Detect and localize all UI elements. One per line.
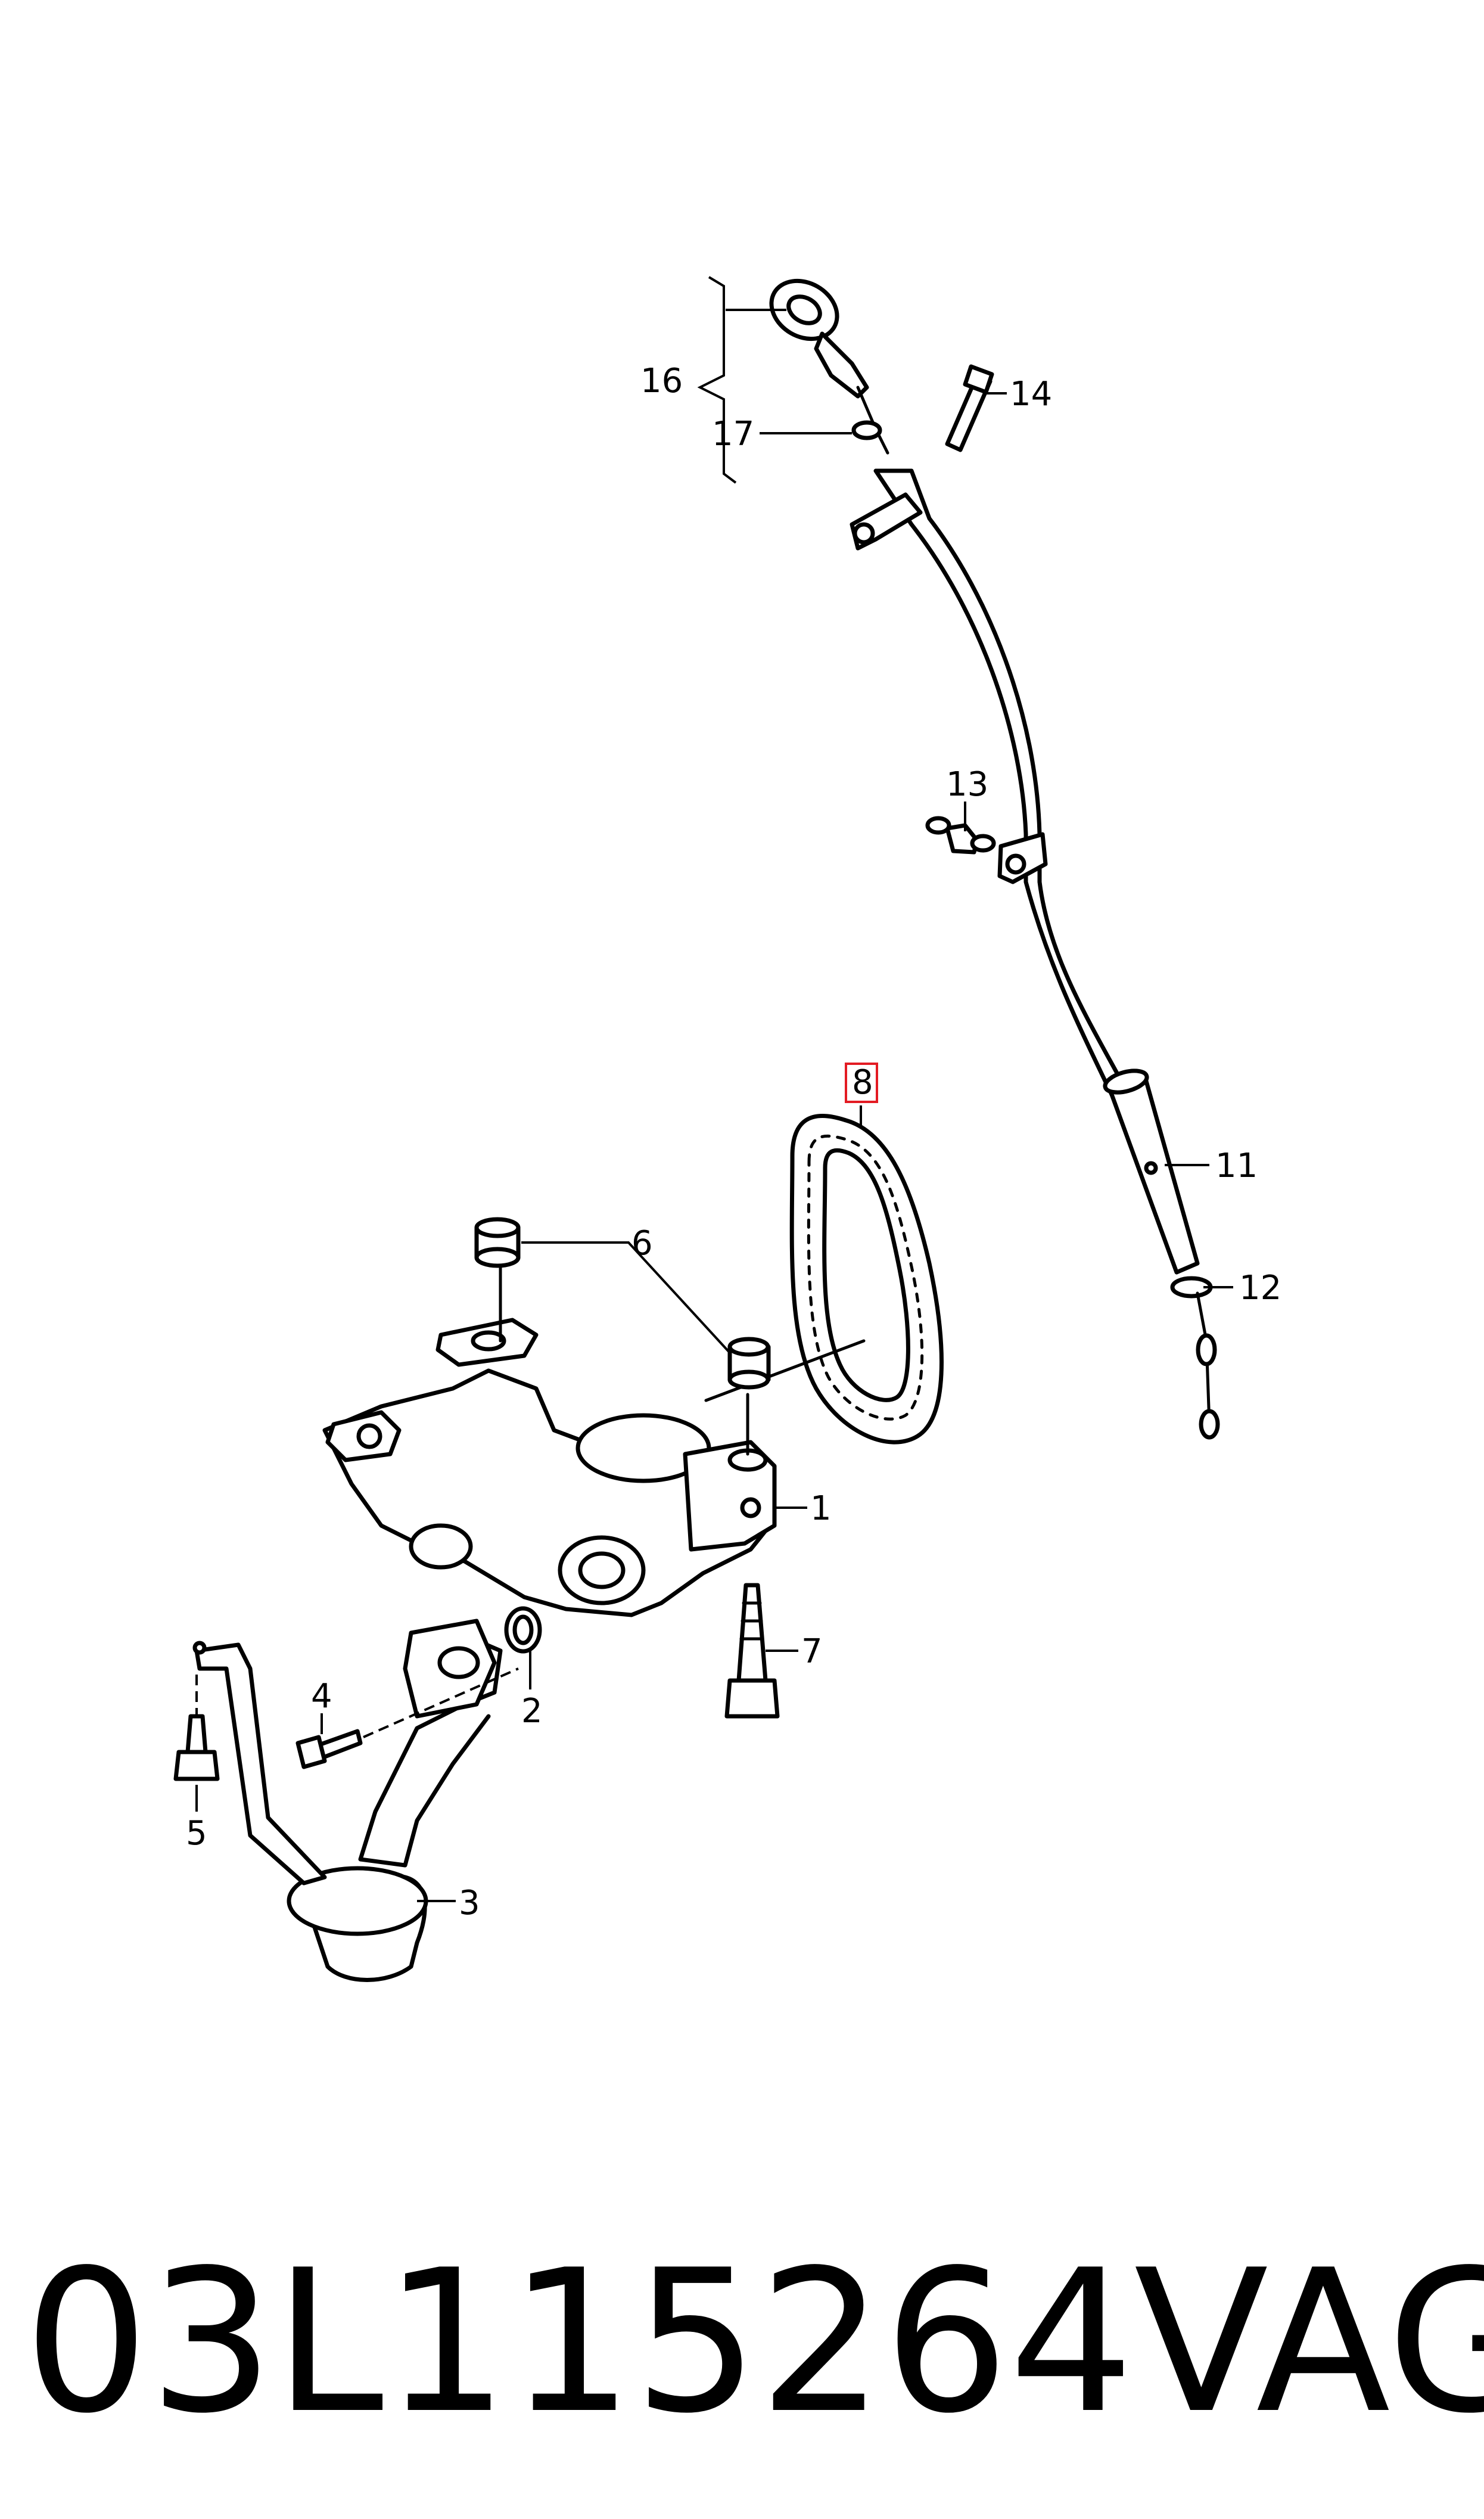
callout-8: 8 [852, 1063, 873, 1102]
bolt-7 [724, 1583, 780, 1719]
part-number-caption: 03L115264 VAG [24, 2217, 1484, 2467]
callout-2: 2 [521, 1692, 543, 1731]
bracket-16 [697, 276, 737, 484]
callout-7: 7 [801, 1632, 823, 1671]
dowel-sleeves [474, 1217, 771, 1390]
drive-belt [789, 1114, 944, 1445]
callout-17: 17 [712, 415, 754, 454]
bolt-5 [173, 1675, 220, 1781]
callout-6: 6 [631, 1224, 653, 1263]
guide-tube [873, 468, 1137, 1102]
callout-3: 3 [459, 1884, 480, 1922]
seal-ring [851, 420, 882, 440]
callout-16: 16 [640, 362, 683, 400]
support-bracket [194, 1642, 327, 1886]
part-number: 03L115264 [24, 2228, 1134, 2456]
callout-5: 5 [186, 1814, 207, 1853]
dipstick-assembly [697, 276, 1220, 1440]
bolt-4 [295, 1667, 519, 1769]
callout-1: 1 [810, 1489, 832, 1528]
callout-13: 13 [946, 765, 988, 804]
callout-4: 4 [311, 1677, 332, 1716]
pickup-pipe [358, 1630, 503, 1868]
oil-pickup [173, 1606, 542, 1982]
callout-12: 12 [1239, 1269, 1281, 1307]
oil-pump [322, 1217, 866, 1719]
callout-11: 11 [1215, 1147, 1258, 1185]
callout-14: 14 [1010, 375, 1052, 414]
highlight-box-8 [845, 1063, 878, 1103]
leader-lines [195, 309, 1233, 1902]
dipstick-cap [814, 331, 869, 399]
brand-name: VAG [1134, 2228, 1484, 2456]
